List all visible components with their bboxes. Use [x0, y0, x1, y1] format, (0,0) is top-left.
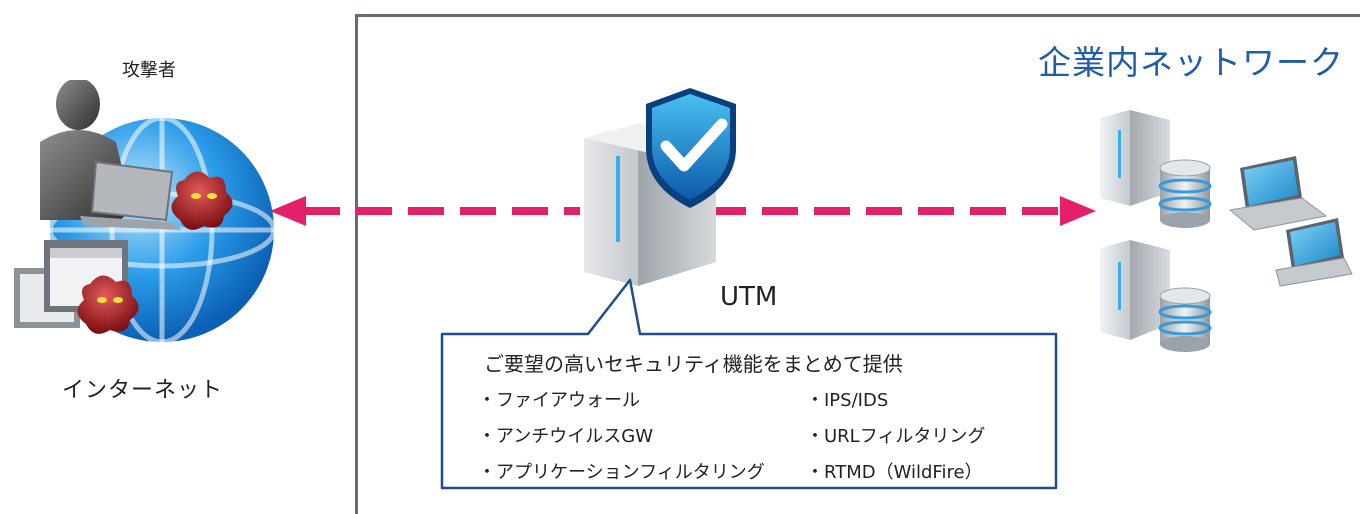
arrow-right-head: [1060, 196, 1096, 226]
laptop-icon: [1228, 156, 1328, 231]
internet-label: インターネット: [62, 378, 224, 403]
feature-firewall: ・ファイアウォール: [478, 390, 640, 411]
feature-url-filtering: ・URLフィルタリング: [806, 426, 986, 447]
internal-devices: [1100, 110, 1353, 352]
internet-illustration: [14, 80, 277, 345]
utm-label: UTM: [720, 282, 778, 312]
server-tower-icon: [1100, 110, 1170, 206]
callout-title: ご要望の高いセキュリティ機能をまとめて提供: [484, 352, 903, 376]
malware-icon: [171, 171, 233, 230]
feature-app-filtering: ・アプリケーションフィルタリング: [478, 462, 765, 483]
feature-antivirus-gw: ・アンチウイルスGW: [478, 426, 654, 447]
enterprise-network-title: 企業内ネットワーク: [1038, 43, 1344, 82]
traffic-arrow: [270, 196, 1096, 226]
database-icon: [1158, 287, 1212, 352]
feature-ips-ids: ・IPS/IDS: [806, 390, 889, 411]
laptop-icon: [1275, 218, 1353, 287]
shield-check-icon: [646, 88, 736, 208]
utm-appliance: [584, 88, 736, 286]
network-security-diagram: 企業内ネットワーク 攻撃者: [14, 14, 1360, 514]
utm-features-callout: [440, 278, 1058, 490]
arrow-left-head: [270, 196, 306, 226]
attacker-silhouette-icon: [40, 80, 182, 230]
database-icon: [1158, 159, 1212, 228]
malware-icon: [77, 275, 139, 334]
server-tower-icon: [1100, 240, 1170, 340]
attacker-label: 攻撃者: [122, 60, 176, 81]
feature-rtmd-wildfire: ・RTMD（WildFire）: [806, 462, 983, 483]
enterprise-network-frame: [355, 14, 1360, 514]
